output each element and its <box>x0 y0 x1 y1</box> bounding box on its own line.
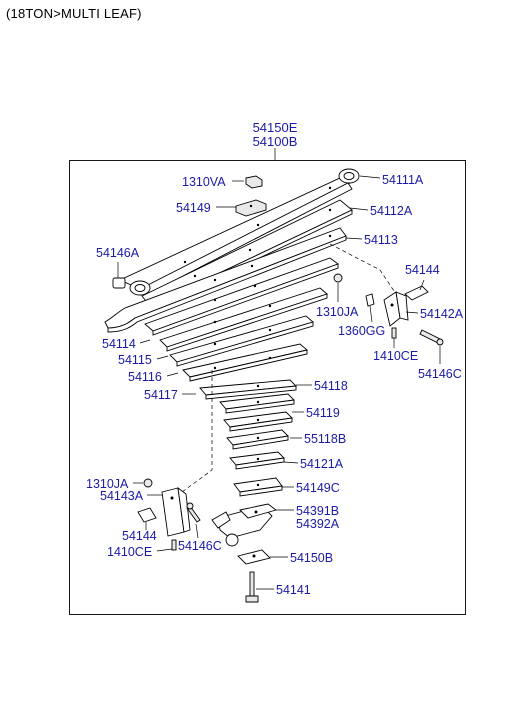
label-54113[interactable]: 54113 <box>364 233 398 247</box>
label-54141[interactable]: 54141 <box>276 583 311 597</box>
washer-1360GG[interactable] <box>365 293 375 307</box>
label-54146A[interactable]: 54146A <box>96 246 140 260</box>
right-axis-dashed <box>329 243 401 301</box>
label-1410CE-left[interactable]: 1410CE <box>107 545 152 559</box>
assembly-code-54100B[interactable]: 54100B <box>252 134 298 149</box>
assembly-codes[interactable]: 54150E 54100B <box>240 121 310 149</box>
label-1310VA[interactable]: 1310VA <box>182 175 226 189</box>
leaf-54115[interactable] <box>159 287 328 352</box>
label-54149[interactable]: 54149 <box>176 201 211 215</box>
leaf-54121A[interactable] <box>229 451 285 470</box>
leaf-55118B[interactable] <box>226 429 289 450</box>
leaf-54116[interactable] <box>169 315 314 367</box>
bracket-54143A[interactable] <box>161 486 191 537</box>
main-leaf-54111A[interactable] <box>118 168 360 296</box>
label-54392A[interactable]: 54392A <box>296 517 340 531</box>
leaf-54119[interactable] <box>219 393 295 414</box>
bolt-1410CE-left[interactable] <box>171 539 177 551</box>
bolt-1410CE-right[interactable] <box>391 327 397 339</box>
part-labels: 1310VA 54111A 54149 54112A 54146A 54113 … <box>86 173 464 597</box>
label-54150B[interactable]: 54150B <box>290 551 333 565</box>
label-54391B[interactable]: 54391B <box>296 504 339 518</box>
pad-54149C[interactable] <box>233 477 283 497</box>
label-54142A[interactable]: 54142A <box>420 307 464 321</box>
label-1360GG[interactable]: 1360GG <box>338 324 385 338</box>
label-54115[interactable]: 54115 <box>118 353 152 367</box>
leaf-54118[interactable] <box>199 379 297 400</box>
label-1410CE-right[interactable]: 1410CE <box>373 349 418 363</box>
nut-1310VA[interactable] <box>245 175 263 189</box>
label-54146C-left[interactable]: 54146C <box>178 539 222 553</box>
u-bolt-54141[interactable] <box>245 571 259 603</box>
bushing-54144-right[interactable] <box>404 285 429 301</box>
spacer-54149[interactable] <box>235 199 267 217</box>
shackle-54142A[interactable] <box>383 291 409 327</box>
bushing-54144-left[interactable] <box>137 507 157 523</box>
diagram-frame <box>69 160 466 615</box>
label-54149C[interactable]: 54149C <box>296 481 340 495</box>
label-1310JA-left[interactable]: 1310JA <box>86 477 129 491</box>
label-54119[interactable]: 54119 <box>306 406 340 420</box>
label-55118B[interactable]: 55118B <box>304 432 346 446</box>
leaf-54114[interactable] <box>144 257 339 336</box>
bolt-54146C-right[interactable] <box>419 329 444 346</box>
bolt-54146C-left[interactable] <box>186 502 201 523</box>
leaf-54113-wrap[interactable] <box>104 227 347 333</box>
diagram-header: (18TON>MULTI LEAF) <box>6 6 142 21</box>
plate-54150B[interactable] <box>237 549 271 565</box>
leaf-54119b[interactable] <box>223 411 293 432</box>
label-54121A[interactable]: 54121A <box>300 457 344 471</box>
label-54143A[interactable]: 54143A <box>100 489 144 503</box>
label-54112A[interactable]: 54112A <box>370 204 413 218</box>
label-54144-right[interactable]: 54144 <box>405 263 440 277</box>
assembly-code-54150E[interactable]: 54150E <box>252 120 298 135</box>
leaf-54117[interactable] <box>182 343 308 382</box>
center-axis-dashed <box>177 370 213 496</box>
label-1310JA-right[interactable]: 1310JA <box>316 305 359 319</box>
label-54116[interactable]: 54116 <box>128 370 162 384</box>
label-54117[interactable]: 54117 <box>144 388 178 402</box>
leader-lines <box>117 175 441 590</box>
eye-bushing-54146A[interactable] <box>112 277 126 289</box>
label-54146C-right[interactable]: 54146C <box>418 367 462 381</box>
label-54114[interactable]: 54114 <box>102 337 136 351</box>
nut-1310JA-left[interactable] <box>143 478 153 488</box>
seat-54391B[interactable] <box>217 503 277 539</box>
nut-1310JA-right[interactable] <box>333 273 343 283</box>
label-54111A[interactable]: 54111A <box>382 173 424 187</box>
seat-54392A[interactable] <box>211 511 239 547</box>
label-54144-left[interactable]: 54144 <box>122 529 157 543</box>
label-54118[interactable]: 54118 <box>314 379 348 393</box>
